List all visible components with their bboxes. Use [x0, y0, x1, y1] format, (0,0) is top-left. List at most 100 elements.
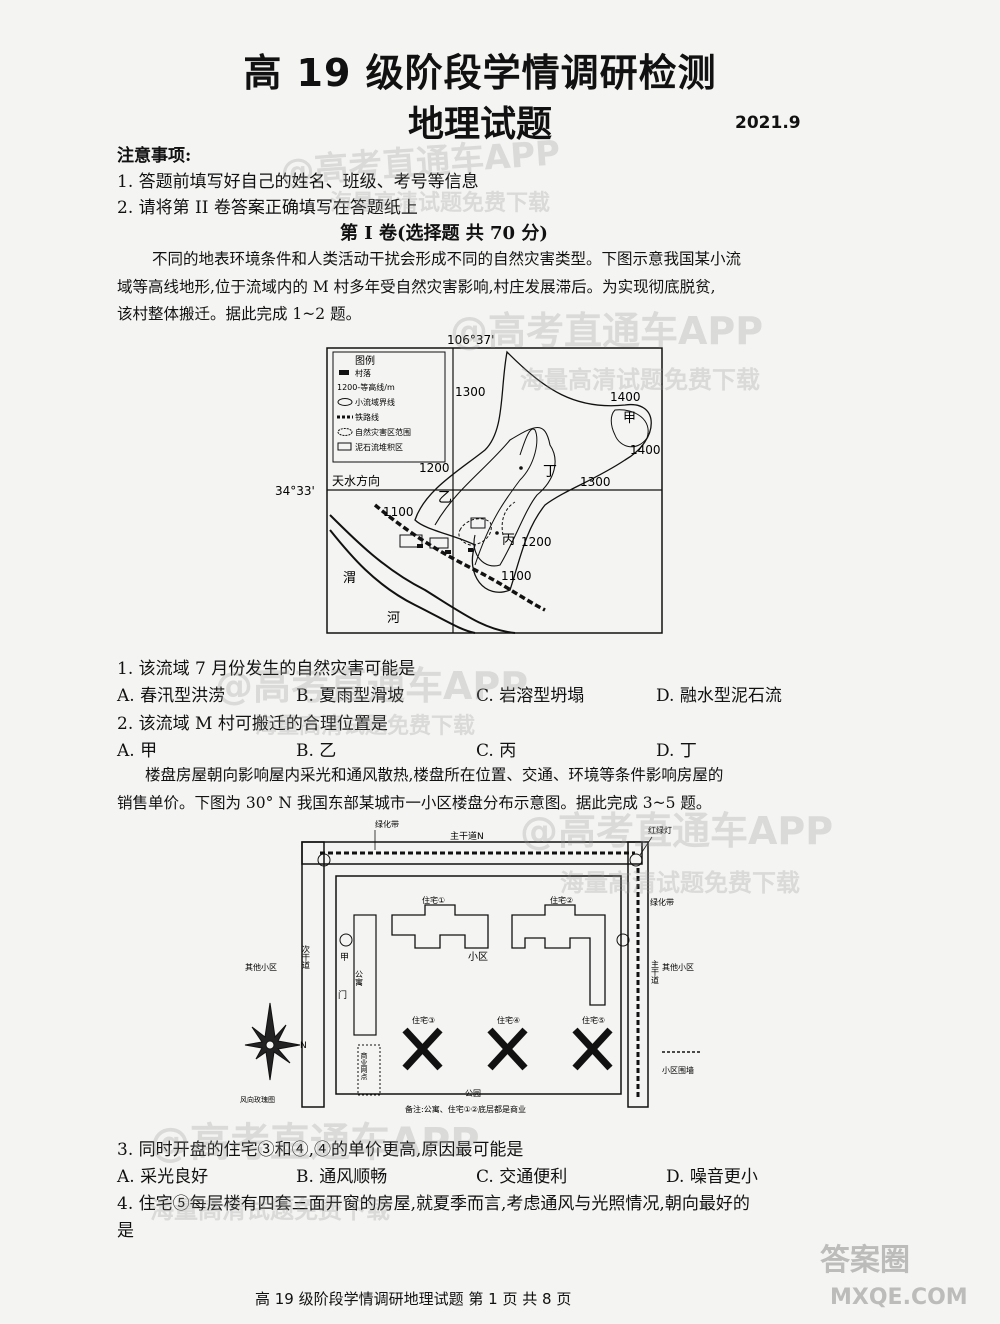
debris-deposit-1: [399, 534, 423, 548]
watershed-contour-map: 106°37' 34°33' 图例 村落 1200-等高线/m 小流域界线 铁路…: [275, 333, 663, 634]
question-2-option-d[interactable]: D. 丁: [656, 741, 697, 761]
contour-label-1400b: 1400: [630, 443, 661, 457]
legend-village: 村落: [355, 368, 371, 378]
secondary-road-left: [301, 841, 325, 1108]
question-1-option-b[interactable]: B. 夏雨型滑坡: [296, 686, 405, 706]
exam-title: 高 19 级阶段学情调研检测: [243, 51, 717, 95]
passage1-line2: 域等高线地形,位于流域内的 M 村多年受自然灾害影响,村庄发展滞后。为实现彻底脱…: [117, 278, 716, 296]
river-bank-1: [329, 514, 516, 634]
contour-label-1300b: 1300: [580, 475, 611, 489]
house-3-label: 住宅③: [412, 1015, 435, 1025]
latitude-label: 34°33': [275, 484, 315, 498]
note-item-2: 2. 请将第 II 卷答案正确填写在答题纸上: [117, 198, 418, 218]
wind-rose-label: 风向玫瑰图: [240, 1095, 275, 1104]
subject-title: 地理试题: [407, 104, 552, 145]
question-3-option-d[interactable]: D. 噪音更小: [666, 1167, 758, 1187]
question-3-option-b[interactable]: B. 通风顺畅: [296, 1167, 388, 1187]
jia-label: 甲: [340, 952, 349, 963]
village-marker-3: [468, 548, 473, 552]
house-1-building: [391, 904, 489, 949]
house-5-label: 住宅⑤: [582, 1015, 605, 1025]
watermark-answer-circle: 答案圈: [820, 1243, 910, 1278]
shops-label: 商业网点: [360, 1051, 368, 1081]
section-heading: 第 I 卷(选择题 共 70 分): [340, 223, 548, 244]
question-3-stem: 3. 同时开盘的住宅③和④,④的单价更高,原因最可能是: [117, 1140, 524, 1160]
watermark-app-5: @高考直通车APP: [150, 1120, 480, 1166]
map-note: 备注:公寓、住宅①②底层都是商业: [405, 1104, 526, 1114]
traffic-light-right-2: [616, 933, 630, 947]
place-yi: 乙: [438, 490, 452, 506]
contour-line-b: [474, 428, 538, 566]
house-5-building: [572, 1027, 613, 1071]
question-1-option-d[interactable]: D. 融水型泥石流: [656, 686, 782, 706]
traffic-light-left-2: [339, 933, 353, 947]
place-jia: 甲: [623, 411, 636, 426]
legend-hazard: 自然灾害区范围: [355, 427, 411, 437]
contour-label-1100b: 1100: [501, 569, 532, 583]
debris-deposit-3: [470, 517, 486, 529]
question-1-option-a[interactable]: A. 春汛型洪涝: [117, 686, 226, 706]
main-road-right-label: 主干道: [651, 959, 660, 985]
legend-title: 图例: [355, 354, 375, 367]
legend-debris: 泥石流堆积区: [355, 442, 403, 452]
traffic-light-leader: [639, 836, 653, 856]
longitude-label: 106°37': [447, 333, 494, 347]
question-2-option-a[interactable]: A. 甲: [117, 741, 158, 761]
park-label: 公园: [465, 1089, 481, 1098]
legend-contour: 1200-等高线/m: [337, 382, 395, 392]
watermark-app-3: @高考直通车APP: [215, 664, 529, 708]
contour-label-1400a: 1400: [610, 390, 641, 404]
place-ding: 丁: [543, 464, 557, 480]
question-3-option-a[interactable]: A. 采光良好: [117, 1167, 209, 1187]
question-2-option-c[interactable]: C. 丙: [476, 741, 517, 761]
residential-layout-map: 绿化带 主干道N 红绿灯 次干道 主干道 绿化带 小区 公寓 甲 门 商业网点 …: [240, 820, 700, 1114]
notes-heading: 注意事项:: [117, 146, 192, 166]
apartment-building: [353, 914, 377, 1036]
question-2-option-b[interactable]: B. 乙: [296, 741, 337, 761]
house-2-label: 住宅②: [550, 895, 573, 905]
traffic-light-right: [629, 853, 643, 867]
contour-label-1100a: 1100: [383, 505, 414, 519]
exam-date: 2021.9: [735, 113, 801, 133]
boundary-legend-label: 小区围墙: [662, 1065, 694, 1075]
house-3-building: [402, 1027, 443, 1071]
legend-box: [332, 351, 446, 463]
question-3-option-c[interactable]: C. 交通便利: [476, 1167, 568, 1187]
wind-rose: [244, 1002, 301, 1081]
watermark-download-4: 海量高清试题免费下载: [560, 869, 800, 897]
place-bing: 丙: [502, 533, 515, 548]
gate-label: 门: [338, 989, 347, 1001]
watermark-mxqe: MXQE.COM: [830, 1285, 968, 1310]
other-community-left: 其他小区: [245, 962, 277, 972]
contour-line-a: [434, 427, 556, 567]
traffic-light-label: 红绿灯: [648, 825, 672, 835]
house-1-label: 住宅①: [422, 895, 445, 905]
watermark-app-2: @高考直通车APP: [450, 309, 764, 353]
village-marker-2: [445, 550, 451, 554]
passage1-line1: 不同的地表环境条件和人类活动干扰会形成不同的自然灾害类型。下图示意我国某小流: [152, 250, 742, 268]
secondary-road-label: 次干道: [302, 944, 311, 970]
river-label-he: 河: [387, 611, 400, 626]
house-4-label: 住宅④: [497, 1015, 520, 1025]
watermark-download-5: 海量高清试题免费下载: [150, 1196, 390, 1224]
question-2-stem: 2. 该流域 M 村可搬迁的合理位置是: [117, 714, 388, 734]
debris-legend-symbol: [337, 442, 352, 451]
watershed-legend-symbol: [337, 398, 353, 406]
hazard-zone-a: [501, 501, 516, 536]
watermark-download-2: 海量高清试题免费下载: [520, 366, 760, 394]
question-1-option-c[interactable]: C. 岩溶型坍塌: [476, 686, 585, 706]
contour-line-c: [610, 409, 649, 448]
passage2-line1: 楼盘房屋朝向影响屋内采光和通风散热,楼盘所在位置、交通、环境等条件影响房屋的: [145, 766, 724, 784]
house-2-building: [511, 904, 606, 1006]
other-community-right: 其他小区: [662, 962, 694, 972]
river-label-wei: 渭: [343, 571, 356, 586]
house-4-building: [487, 1027, 528, 1071]
hazard-zone-b: [458, 518, 492, 546]
community-wall: [335, 875, 622, 1095]
question-1-stem: 1. 该流域 7 月份发生的自然灾害可能是: [117, 659, 416, 679]
question-4-stem-continued: 是: [117, 1221, 134, 1241]
watermark-app-4: @高考直通车APP: [520, 809, 834, 853]
watermark-download-3: 海量高清试题免费下载: [255, 714, 476, 739]
contour-label-1200b: 1200: [521, 535, 552, 549]
main-road-right: [627, 841, 649, 1108]
